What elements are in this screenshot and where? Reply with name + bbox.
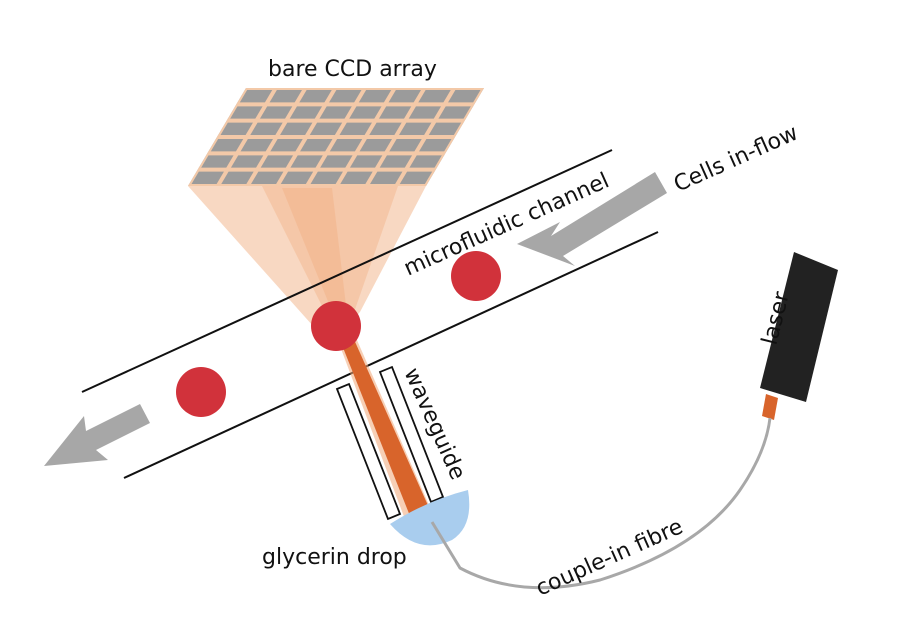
waveguide (334, 324, 445, 522)
ccd-grid-col (305, 88, 367, 186)
cells-label: Cells in-flow (670, 121, 802, 198)
ccd-grid-col (335, 88, 397, 186)
ccd-grid (188, 88, 484, 186)
ccd-grid-col (364, 88, 427, 186)
ccd-label: bare CCD array (268, 57, 437, 82)
arrow-down-left-icon (44, 404, 150, 466)
light-cone-inner (262, 186, 398, 330)
arrow-left-icon (517, 172, 667, 266)
cell (176, 367, 226, 417)
waveguide-beam (336, 326, 430, 516)
ccd-grid-col (245, 88, 308, 186)
ccd-grid-col (394, 88, 456, 186)
laser-body (760, 252, 838, 402)
light-cone-core (282, 188, 348, 326)
ccd-array (188, 88, 484, 186)
waveguide-left-wall (335, 382, 402, 521)
waveguide-right-wall (378, 365, 445, 504)
fibre-label: couple-in fibre (532, 514, 687, 601)
ccd-grid-col (275, 88, 337, 186)
light-cone-outer (188, 186, 426, 345)
channel-wall-top (81, 149, 613, 393)
cell (451, 251, 501, 301)
channel-wall-bottom (123, 231, 659, 479)
cell (311, 301, 361, 351)
glycerin-drop (390, 490, 470, 546)
laser (760, 252, 838, 420)
light-cone (188, 186, 426, 345)
ccd-grid-col (216, 88, 278, 186)
laser-output-beam (762, 394, 778, 420)
couple-in-fibre (430, 417, 772, 590)
microfluidic-channel (81, 149, 659, 479)
drop-label: glycerin drop (262, 545, 407, 570)
cells (176, 251, 501, 417)
